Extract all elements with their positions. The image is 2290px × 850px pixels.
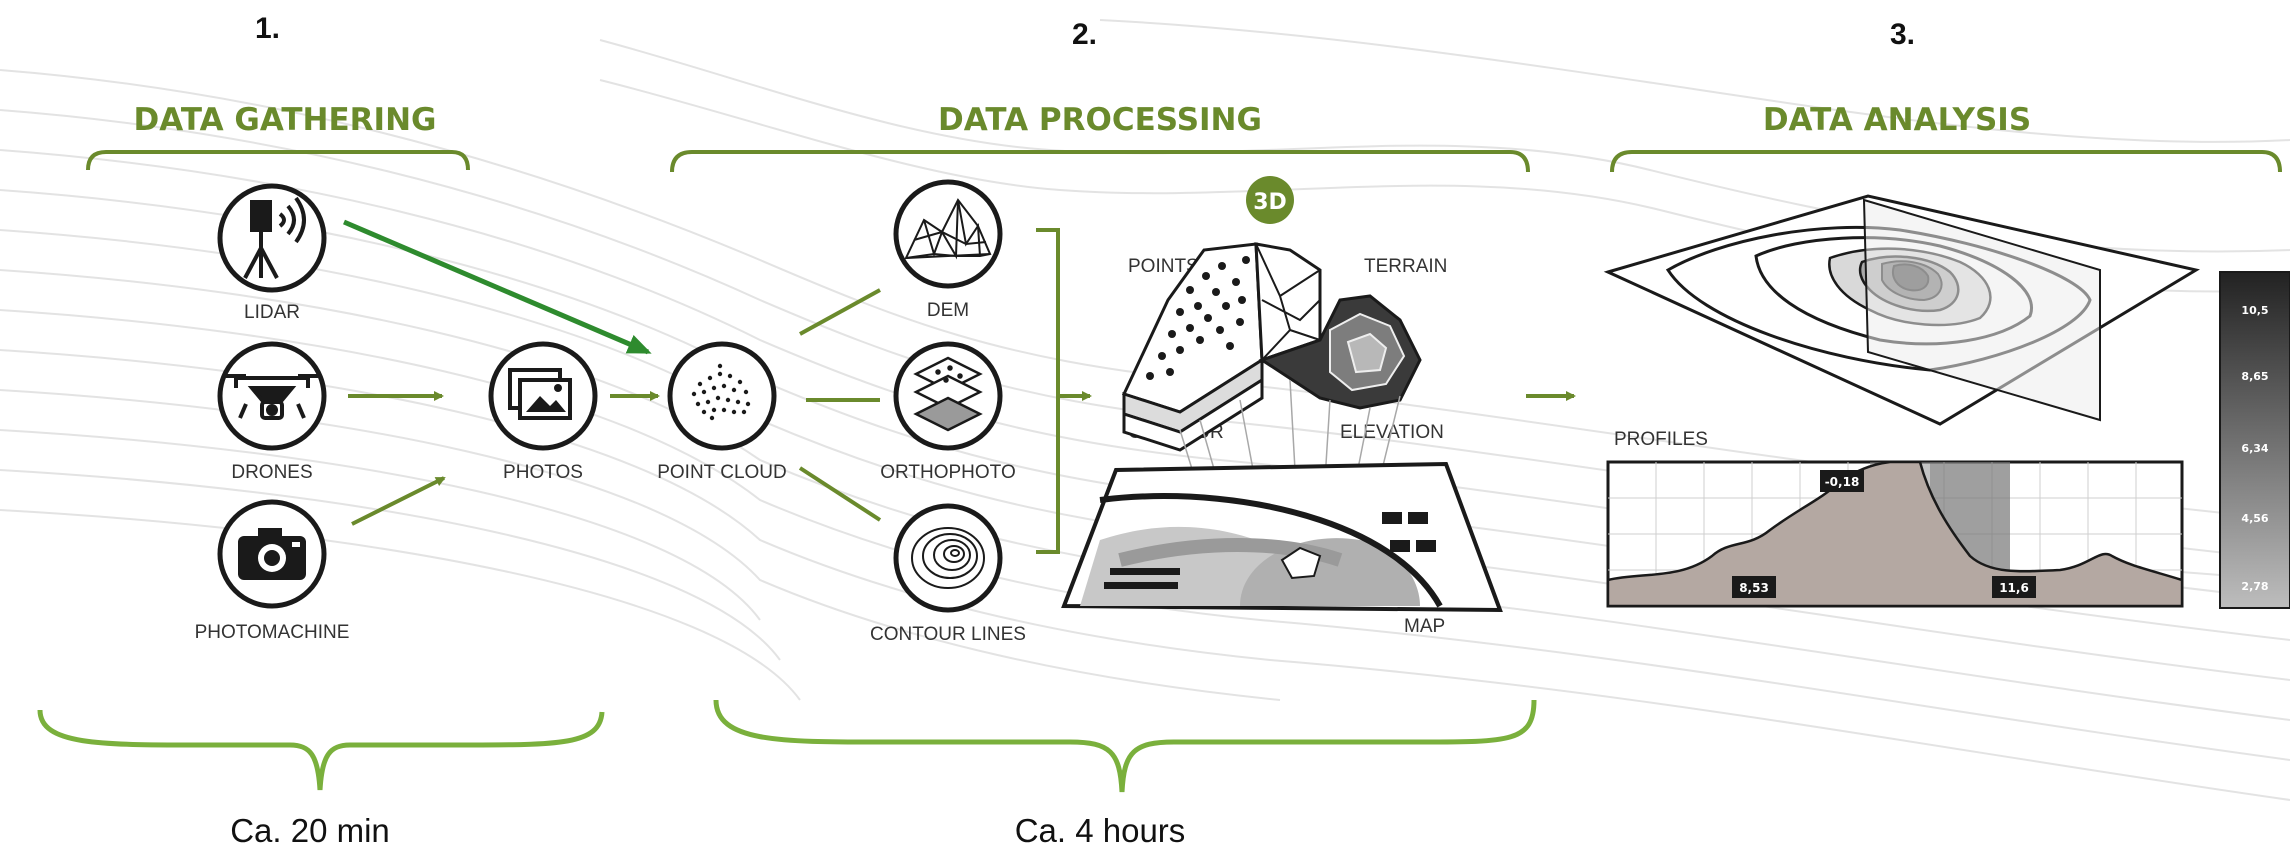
step-2-number: 2. — [1072, 18, 1097, 51]
photos-icon — [508, 368, 572, 420]
gathering-arrows — [348, 391, 660, 526]
analysis-3d-surface — [1603, 194, 2200, 426]
map-plane — [1061, 461, 1503, 613]
dem-label: DEM — [927, 300, 969, 321]
scale-value-4: 4,56 — [2241, 512, 2268, 525]
profile-value-top: -0,18 — [1825, 475, 1860, 489]
section-title-processing: DATA PROCESSING — [938, 102, 1262, 138]
dem-mesh-icon — [904, 198, 992, 260]
bottom-brace-gathering — [37, 709, 605, 791]
scale-value-5: 2,78 — [2241, 580, 2268, 593]
camera-icon — [238, 528, 306, 580]
step-3-number: 3. — [1890, 18, 1915, 51]
orthophoto-layers-icon — [913, 356, 983, 432]
lidar-to-pointcloud-arrow — [343, 219, 652, 355]
contour-lines-label: CONTOUR LINES — [870, 624, 1026, 645]
duration-processing: Ca. 4 hours — [1015, 812, 1186, 849]
section-title-analysis: DATA ANALYSIS — [1763, 102, 2031, 138]
photomachine-node: PHOTOMACHINE — [195, 499, 350, 643]
contour-lines-node: CONTOUR LINES — [870, 503, 1026, 645]
scale-value-3: 6,34 — [2241, 442, 2268, 455]
bottom-brace-processing — [713, 699, 1537, 793]
scale-value-1: 10,5 — [2241, 304, 2268, 317]
drone-icon — [226, 374, 318, 420]
profile-value-right: 11,6 — [1999, 581, 2029, 595]
orthophoto-node: ORTHOPHOTO — [880, 341, 1016, 483]
top-bracket-analysis — [1610, 150, 2282, 173]
3d-badge-label: 3D — [1253, 190, 1287, 215]
point-cloud-node: POINT CLOUD — [657, 341, 787, 483]
photos-label: PHOTOS — [503, 462, 583, 483]
dem-node: DEM — [893, 179, 1003, 321]
lidar-label: LIDAR — [244, 302, 300, 323]
points-dots — [1146, 256, 1250, 380]
point-cloud-label: POINT CLOUD — [657, 462, 787, 483]
3d-badge: 3D — [1246, 176, 1294, 224]
profiles-label: PROFILES — [1614, 429, 1708, 450]
lidar-node: LIDAR — [217, 183, 327, 323]
drones-node: DRONES — [217, 341, 327, 483]
map-label: MAP — [1404, 616, 1445, 637]
profile-value-left: 8,53 — [1739, 581, 1769, 595]
points-label: POINTS — [1128, 256, 1199, 277]
scale-value-2: 8,65 — [2241, 370, 2268, 383]
step-1-number: 1. — [255, 12, 280, 45]
orthophoto-label: ORTHOPHOTO — [880, 462, 1015, 483]
drones-label: DRONES — [231, 462, 312, 483]
top-bracket-gathering — [86, 150, 470, 171]
terrain-3d-model — [1121, 242, 1422, 452]
top-bracket-processing — [670, 150, 1530, 173]
elevation-label: ELEVATION — [1340, 422, 1444, 443]
duration-gathering: Ca. 20 min — [230, 812, 390, 849]
photos-node: PHOTOS — [488, 341, 598, 483]
elevation-scale-bar: 10,5 8,65 6,34 4,56 2,78 — [2219, 271, 2290, 609]
contour-lines-icon — [911, 527, 985, 589]
profile-chart: 8,53 -0,18 11,6 — [1606, 460, 2184, 608]
lidar-scanner-icon — [243, 196, 306, 279]
point-cloud-icon — [691, 363, 751, 421]
terrain-label: TERRAIN — [1364, 256, 1447, 277]
section-title-gathering: DATA GATHERING — [134, 102, 437, 138]
processing-bracket — [1036, 228, 1092, 554]
photomachine-label: PHOTOMACHINE — [195, 622, 350, 643]
point-cloud-branches — [798, 288, 882, 522]
